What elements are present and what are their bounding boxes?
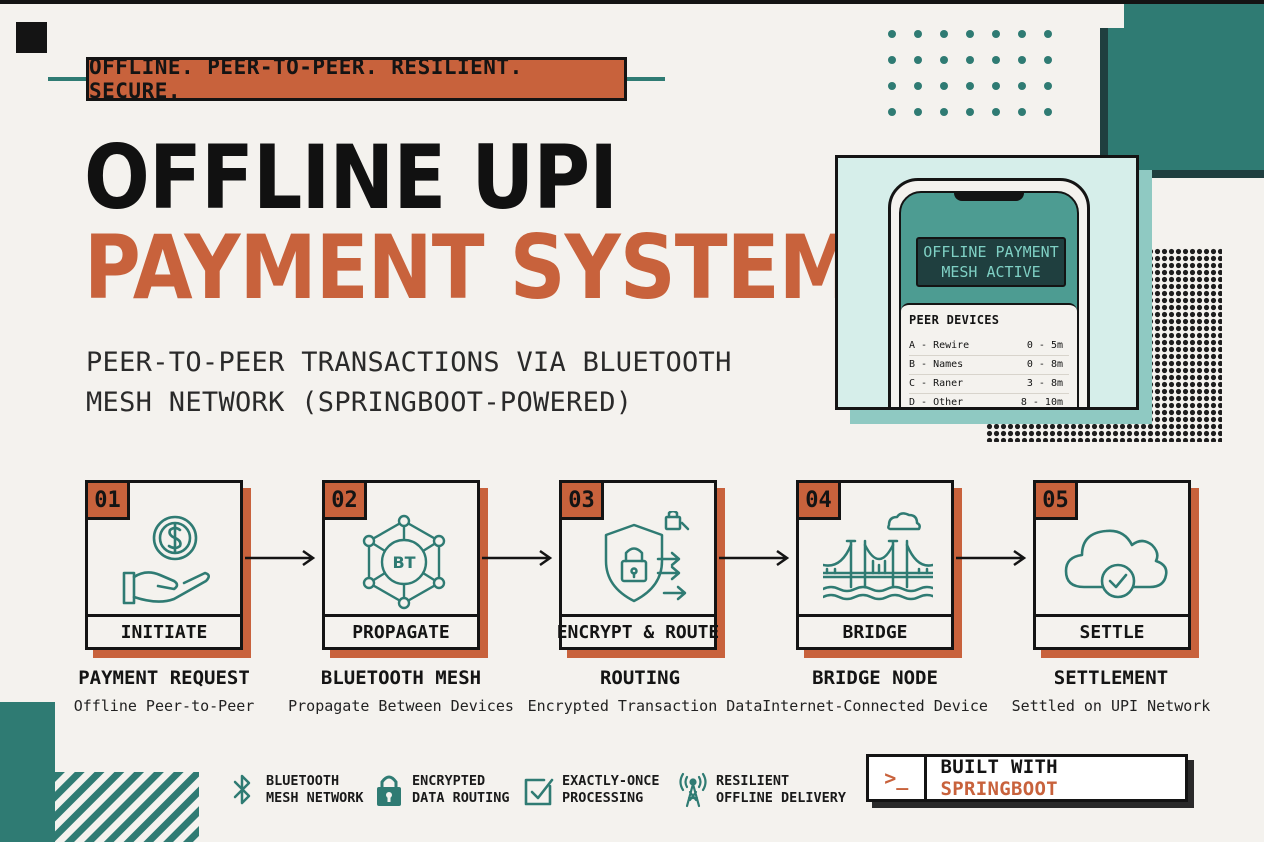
hand-coin-icon [122,515,211,605]
phone-illustration: OFFLINE PAYMENT MESH ACTIVE PEER DEVICES… [888,178,1090,408]
flow-arrow [482,549,553,567]
peer-row: B - Names 0 - 8m [909,356,1069,375]
flow-arrow [245,549,316,567]
peer-row: C - Raner 3 - 8m [909,375,1069,394]
bluetooth-icon [233,774,251,805]
peer-devices-panel: PEER DEVICES A - Rewire 0 - 5m B - Names… [901,303,1077,408]
step-card-2: 02 BT PROPAGATE [322,480,480,650]
tagline-rule-left [48,77,86,81]
step-card-1: 01 INITIATE [85,480,243,650]
peer-row: A - Rewire 0 - 5m [909,337,1069,356]
corner-block-notch [1100,4,1124,28]
peer-name: A - Rewire [909,340,970,351]
subtitle-line2: MESH NETWORK (SPRINGBOOT-POWERED) [86,387,633,418]
step-label: INITIATE [88,614,240,647]
shield-lock-icon [604,511,690,603]
feature-label: EXACTLY-ONCE PROCESSING [562,773,660,806]
phone-card: OFFLINE PAYMENT MESH ACTIVE PEER DEVICES… [835,155,1139,410]
page-title-line1: OFFLINE UPI [84,126,618,229]
feature-label: RESILIENT OFFLINE DELIVERY [716,773,847,806]
step-label: SETTLE [1036,614,1188,647]
peer-range: 0 - 5m [1026,340,1063,351]
step-title: BLUETOOTH MESH [320,667,482,689]
top-rule [0,0,1264,4]
step-desc: Encrypted Transaction Data [527,697,763,715]
corner-square [16,22,47,53]
step-desc: Propagate Between Devices [288,697,514,715]
feature-bluetooth: BLUETOOTH MESH NETWORK [228,772,364,808]
feature-resilient: RESILIENT OFFLINE DELIVERY [678,772,846,808]
step-card-3: 03 ENCRYPT & ROUTE [557,480,719,650]
step-label: PROPAGATE [325,614,477,647]
step-card-5: 05 SETTLE [1033,480,1191,650]
antenna-icon [679,772,707,808]
lock-icon [377,775,401,806]
peer-row: D - Other 8 - 10m [909,394,1069,408]
step-number: 02 [322,480,367,520]
step-label: BRIDGE [799,614,951,647]
step-label: ENCRYPT & ROUTE [557,614,719,647]
feature-label: BLUETOOTH MESH NETWORK [266,773,364,806]
step-desc: Offline Peer-to-Peer [73,697,255,715]
phone-screen: OFFLINE PAYMENT MESH ACTIVE PEER DEVICES… [899,191,1079,408]
mesh-status-line1: OFFLINE PAYMENT [923,243,1059,261]
feature-label: ENCRYPTED DATA ROUTING [412,773,510,806]
cloud-check-icon [1064,529,1168,599]
step-number: 04 [796,480,841,520]
mesh-status-line2: MESH ACTIVE [941,263,1041,281]
step-title: ROUTING [599,667,681,689]
feature-exactly-once: EXACTLY-ONCE PROCESSING [524,772,660,808]
peer-devices-title: PEER DEVICES [909,313,1000,327]
subtitle: PEER-TO-PEER TRANSACTIONS VIA BLUETOOTH … [86,343,786,423]
bridge-icon [823,512,933,601]
flow-arrow [719,549,790,567]
step-number: 01 [85,480,130,520]
built-with-badge: >_ BUILT WITH SPRINGBOOT [866,754,1188,802]
step-desc: Internet-Connected Device [762,697,988,715]
step-card-4: 04 BRIDGE [796,480,954,650]
tagline-rule-right [627,77,665,81]
step-title: PAYMENT REQUEST [78,667,250,689]
feature-encryption: ENCRYPTED DATA ROUTING [374,772,510,808]
step-title: SETTLEMENT [1053,667,1169,689]
peer-name: C - Raner [909,378,964,389]
step-title: BRIDGE NODE [812,667,938,689]
flow-arrow [956,549,1027,567]
mesh-status-banner: OFFLINE PAYMENT MESH ACTIVE [916,237,1066,287]
peer-range: 0 - 8m [1026,359,1063,370]
terminal-prompt-icon: >_ [869,757,927,799]
built-with-framework: SPRINGBOOT [940,778,1058,800]
peer-name: D - Other [909,397,964,408]
page-title-line2: PAYMENT SYSTEM [84,216,856,319]
corner-block [1108,4,1264,170]
phone-notch [954,191,1024,201]
step-desc: Settled on UPI Network [1011,697,1211,715]
stripe-pattern [55,772,199,842]
checkbox-icon [524,778,554,806]
built-with-text: BUILT WITH SPRINGBOOT [927,756,1185,800]
peer-name: B - Names [909,359,964,370]
bt-text: BT [392,553,415,572]
peer-range: 3 - 8m [1026,378,1063,389]
peer-range: 8 - 10m [1020,397,1063,408]
built-with-prefix: BUILT WITH [940,756,1058,778]
step-number: 05 [1033,480,1078,520]
bluetooth-mesh-icon: BT [362,514,446,610]
subtitle-line1: PEER-TO-PEER TRANSACTIONS VIA BLUETOOTH [86,347,732,378]
step-number: 03 [559,480,604,520]
dot-grid [888,30,1052,116]
corner-block-bottom [0,702,55,842]
tagline-banner: OFFLINE. PEER-TO-PEER. RESILIENT. SECURE… [86,55,627,103]
